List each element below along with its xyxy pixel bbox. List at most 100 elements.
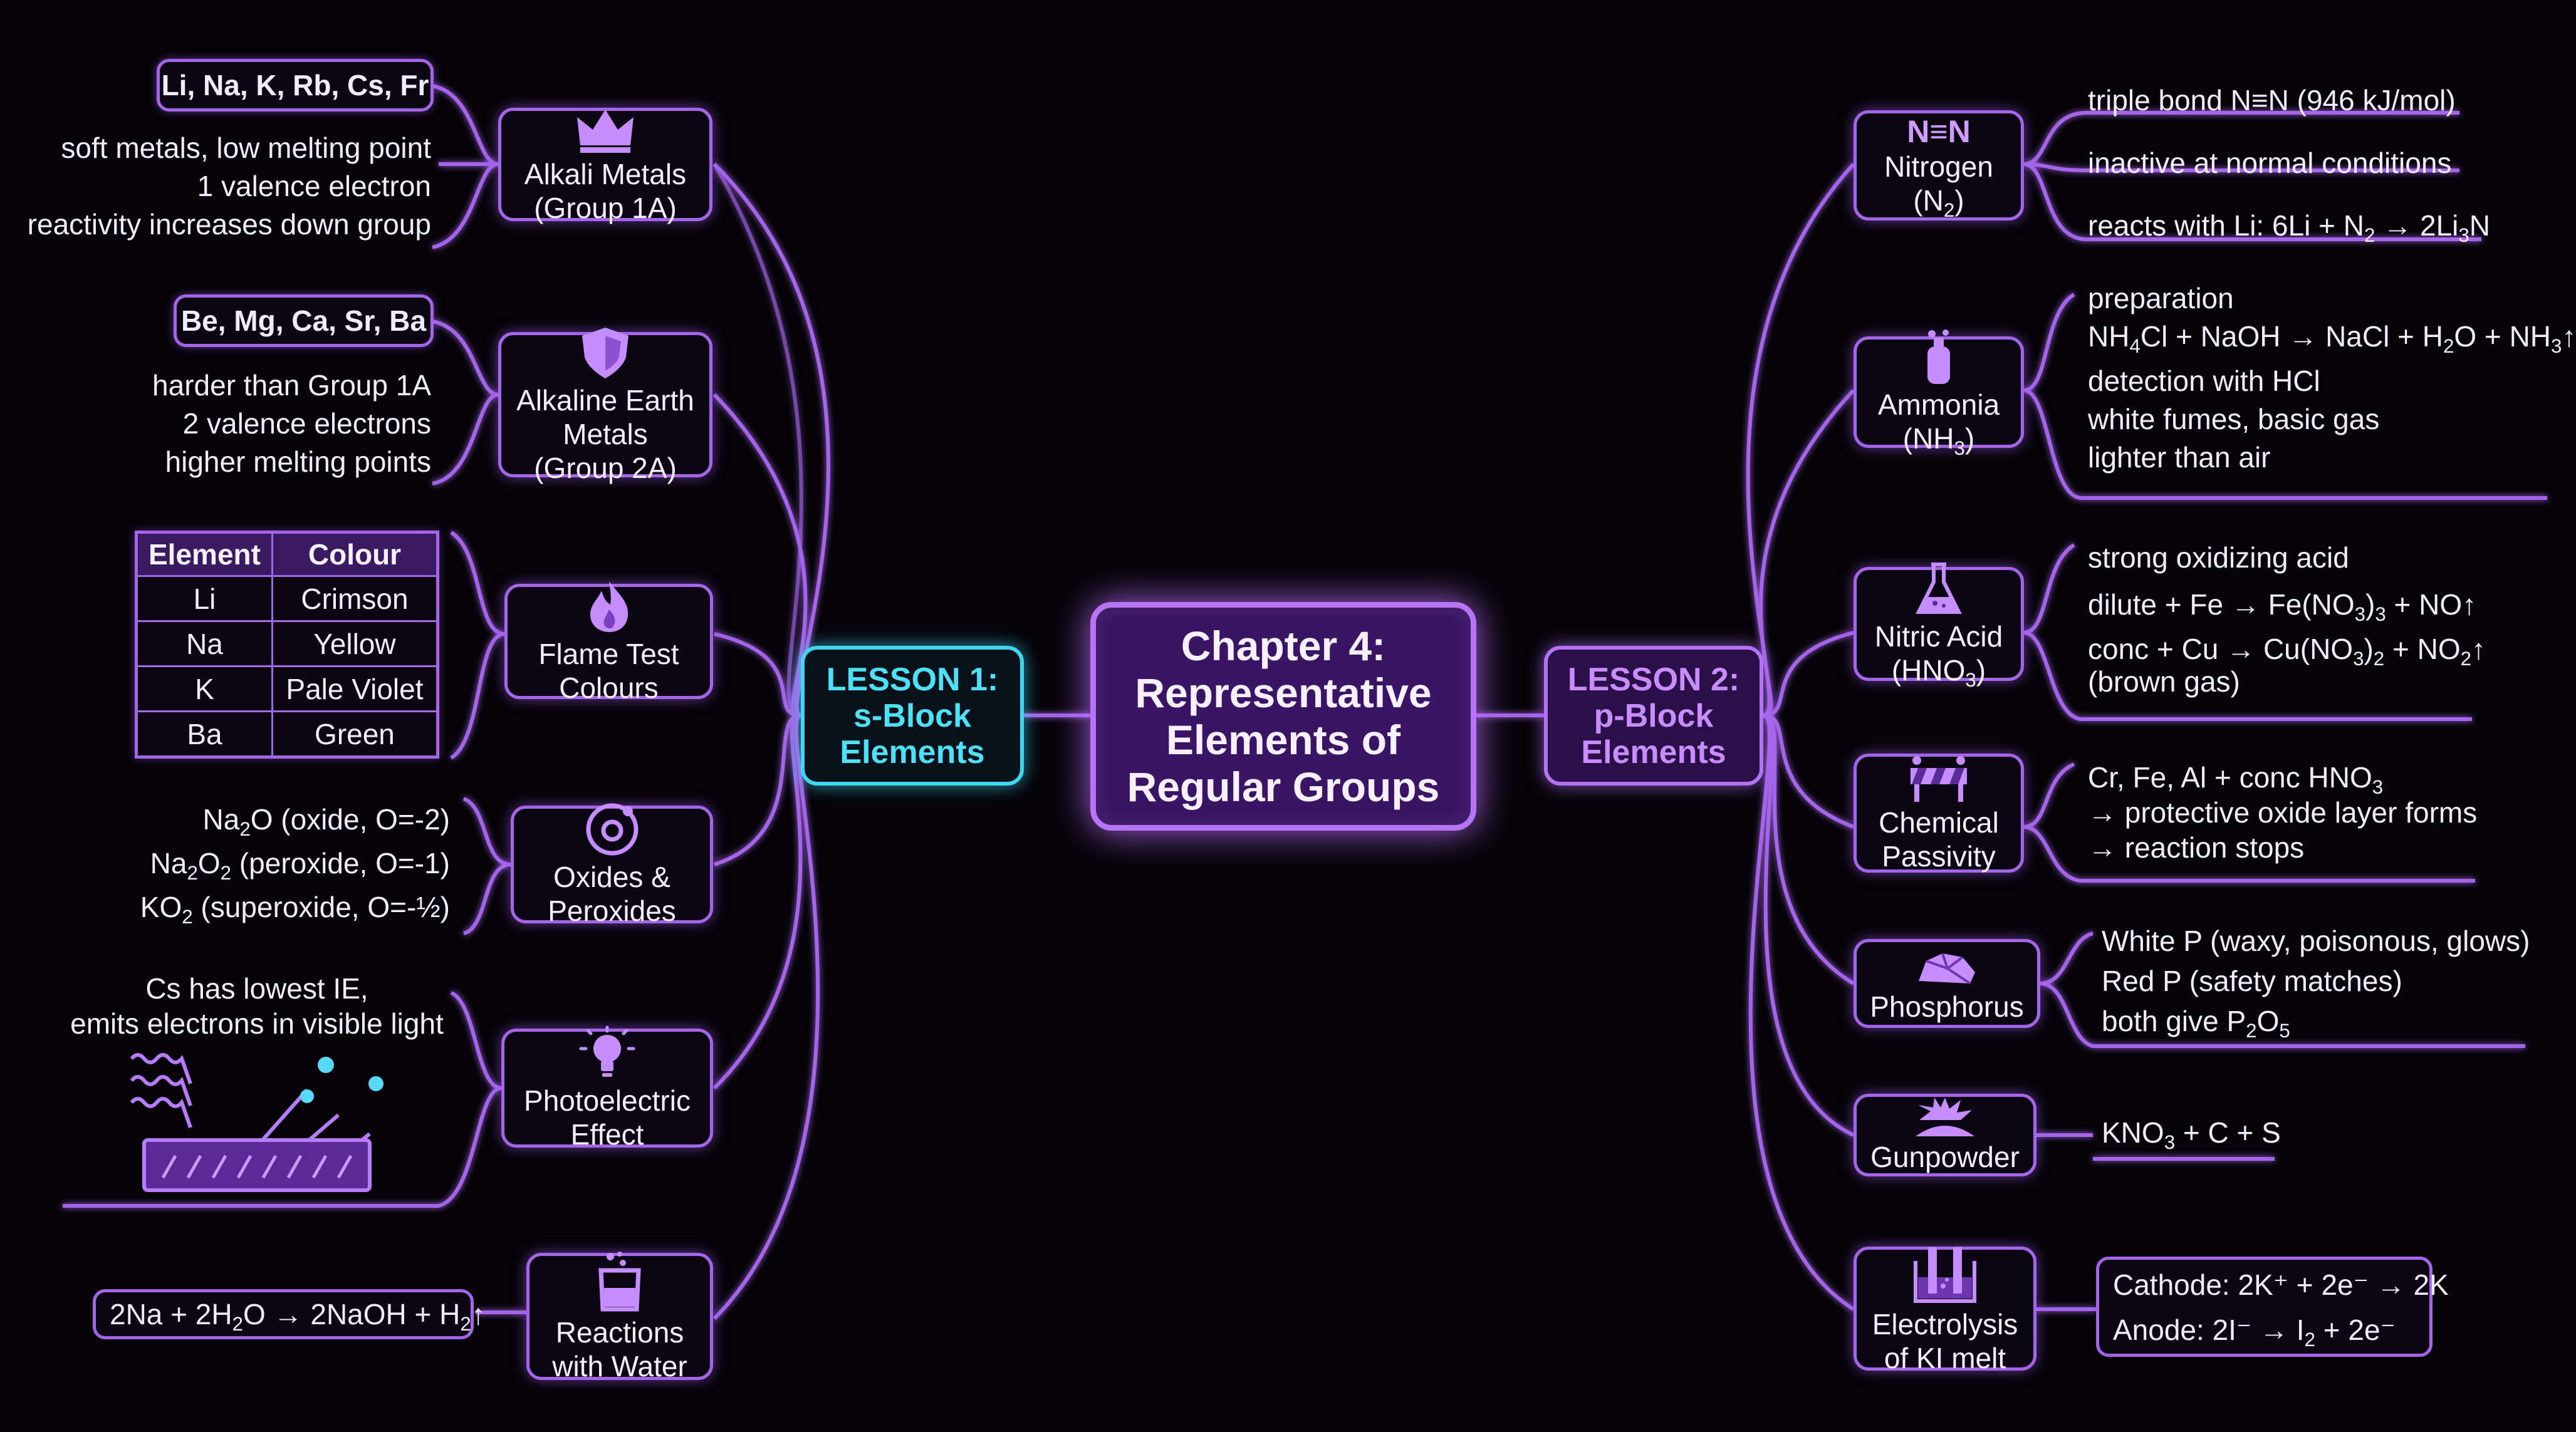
photoelectric-label: Photoelectric: [524, 1084, 691, 1117]
lesson-2-node[interactable]: LESSON 2: p-Block Elements: [1544, 646, 1763, 786]
note-line: Cr, Fe, Al + conc HNO3: [2088, 761, 2384, 799]
note-line: reactivity increases down group: [27, 208, 431, 241]
table-row: Li Crimson: [135, 575, 439, 622]
note-line: 2 valence electrons: [182, 407, 431, 440]
alkaline-earth-group: (Group 2A): [534, 452, 677, 484]
note-line: NH4Cl + NaOH → NaCl + H2O + NH3↑: [2088, 320, 2576, 358]
nitric-acid-notes: strong oxidizing acid dilute + Fe → Fe(N…: [2088, 539, 2486, 698]
table-cell: Na: [135, 620, 273, 667]
ammonia-node[interactable]: Ammonia (NH3): [1854, 329, 2024, 458]
note-line: Cathode: 2K⁺ + 2e⁻ → 2K: [2113, 1269, 2449, 1301]
photoelectric-notes: Cs has lowest IE, emits electrons in vis…: [63, 971, 451, 1041]
nitrogen-node[interactable]: N≡N Nitrogen (N2): [1854, 110, 2024, 221]
reactions-with-water-node[interactable]: Reactions with Water: [526, 1251, 713, 1383]
photoelectric-effect-node[interactable]: Photoelectric Effect: [501, 1025, 713, 1151]
phosphorus-node[interactable]: Phosphorus: [1854, 939, 2040, 1028]
ammonia-notes: preparation NH4Cl + NaOH → NaCl + H2O + …: [2088, 279, 2576, 477]
alkali-metals-elements: Li, Na, K, Rb, Cs, Fr: [157, 59, 434, 112]
table-header: Element: [135, 531, 273, 577]
nitrogen-formula: (N2): [1913, 184, 1964, 222]
note-line: Na2O (oxide, O=-2): [202, 803, 450, 841]
nitric-acid-node[interactable]: Nitric Acid (HNO3): [1854, 563, 2024, 690]
note-line: preparation: [2088, 282, 2234, 314]
table-cell: Ba: [135, 710, 273, 758]
note-line: Na2O2 (peroxide, O=-1): [150, 847, 450, 885]
peroxides-label: Peroxides: [548, 895, 676, 927]
note-line: Red P (safety matches): [2102, 965, 2402, 997]
lesson-1-topic-line-1: s-Block: [853, 697, 971, 734]
table-cell: K: [135, 665, 273, 712]
ammonia-label: Ammonia: [1877, 388, 2000, 421]
note-line: strong oxidizing acid: [2088, 541, 2349, 574]
photoelectric-illustration: [130, 1053, 383, 1192]
note-line: soft metals, low melting point: [61, 132, 431, 164]
note-line: harder than Group 1A: [152, 369, 431, 402]
flame-test-label: Flame Test: [538, 638, 679, 670]
rock-icon: [1919, 953, 1975, 985]
lesson-1-label: LESSON 1:: [826, 661, 999, 698]
nitrogen-notes: triple bond N≡N (946 kJ/mol) inactive at…: [2088, 69, 2490, 257]
flame-colour-table: Element Colour Li Crimson Na Yellow K Pa…: [135, 531, 439, 759]
reactions-label: Reactions: [555, 1315, 684, 1349]
note-line: lighter than air: [2088, 441, 2271, 474]
note-line: 1 valence electron: [197, 170, 431, 202]
electrolysis-half-reactions: Cathode: 2K⁺ + 2e⁻ → 2K Anode: 2I⁻ → I2 …: [2096, 1257, 2449, 1357]
gunpowder-node[interactable]: Gunpowder: [1854, 1094, 2036, 1176]
passivity-notes: Cr, Fe, Al + conc HNO3 → protective oxid…: [2088, 760, 2477, 865]
oxides-notes: Na2O (oxide, O=-2) Na2O2 (peroxide, O=-1…: [140, 797, 450, 929]
note-line: KO2 (superoxide, O=-½): [140, 891, 450, 928]
note-line: (brown gas): [2088, 665, 2240, 698]
alkaline-earth-elements: Be, Mg, Ca, Sr, Ba: [174, 294, 434, 347]
table-cell: Pale Violet: [271, 665, 439, 712]
table-cell: Green: [271, 710, 439, 758]
electrolysis-cell-icon: [1914, 1247, 1976, 1303]
oxygen-atom-icon: [586, 803, 638, 856]
phosphorus-label: Phosphorus: [1870, 990, 2024, 1023]
flask-icon: [1916, 563, 1962, 614]
alkaline-earth-metals-node[interactable]: Alkaline Earth Metals (Group 2A): [498, 328, 712, 484]
note-line: emits electrons in visible light: [70, 1007, 444, 1040]
alkali-metals-label: Alkali Metals: [524, 157, 687, 190]
note-line: conc + Cu → Cu(NO3)2 + NO2↑: [2088, 633, 2486, 670]
chemical-passivity-label-line-2: Passivity: [1882, 840, 1996, 873]
flame-icon: [590, 581, 628, 632]
table-row: Na Yellow: [135, 620, 439, 667]
table-cell: Crimson: [271, 575, 439, 622]
note-line: inactive at normal conditions: [2088, 147, 2452, 179]
alkali-metals-node[interactable]: Alkali Metals (Group 1A): [498, 108, 712, 224]
lesson-2-topic-line-1: p-Block: [1593, 697, 1714, 734]
oxides-label: Oxides &: [553, 861, 670, 893]
table-row: K Pale Violet: [135, 665, 439, 712]
oxides-peroxides-node[interactable]: Oxides & Peroxides: [511, 803, 713, 927]
electrolysis-node[interactable]: Electrolysis of KI melt: [1854, 1247, 2036, 1374]
note-line: dilute + Fe → Fe(NO3)3 + NO↑: [2088, 588, 2477, 626]
nitrogen-triple-bond-icon: N≡N: [1907, 114, 1971, 149]
table-header-row: Element Colour: [135, 531, 439, 577]
reactions-label-line-2: with Water: [552, 1349, 687, 1383]
shield-icon: [582, 328, 628, 378]
chemical-passivity-node[interactable]: Chemical Passivity: [1854, 754, 2024, 873]
flame-test-node[interactable]: Flame Test Colours: [504, 581, 713, 704]
nitric-acid-label: Nitric Acid: [1874, 620, 2003, 653]
alkali-metals-group: (Group 1A): [534, 191, 677, 224]
gas-cylinder-icon: [1927, 329, 1950, 384]
note-line: White P (waxy, poisonous, glows): [2102, 925, 2530, 957]
chemical-passivity-label: Chemical: [1879, 806, 1999, 839]
note-line: → protective oxide layer forms: [2088, 796, 2478, 829]
note-line: detection with HCl: [2088, 365, 2320, 397]
note-line: white fumes, basic gas: [2088, 403, 2380, 435]
lesson-1-node[interactable]: LESSON 1: s-Block Elements: [801, 646, 1024, 786]
chapter-title-node[interactable]: Chapter 4: Representative Elements of Re…: [1090, 602, 1476, 831]
alkaline-earth-label-line-2: Metals: [563, 418, 648, 450]
note-line: Anode: 2I⁻ → I2 + 2e⁻: [2113, 1314, 2396, 1351]
note-line: → reaction stops: [2088, 831, 2305, 864]
alkaline-earth-label: Alkaline Earth: [516, 384, 694, 417]
gunpowder-label: Gunpowder: [1870, 1141, 2020, 1173]
gunpowder-notes: KNO3 + C + S: [2102, 1114, 2281, 1152]
note-line: reacts with Li: 6Li + N2 → 2Li3N: [2088, 209, 2490, 247]
table-cell: Yellow: [271, 620, 439, 667]
note-line: higher melting points: [165, 445, 431, 478]
beaker-icon: [598, 1251, 641, 1311]
note-line: Cs has lowest IE,: [145, 972, 368, 1005]
